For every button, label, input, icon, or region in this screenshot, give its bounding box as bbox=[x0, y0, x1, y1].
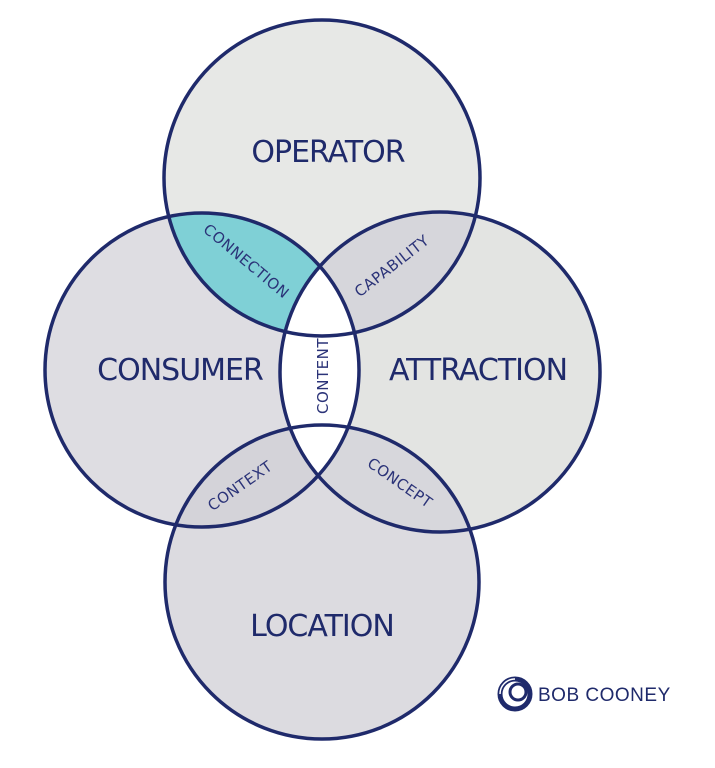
capability-region bbox=[280, 212, 480, 336]
swirl-logo-icon bbox=[497, 676, 533, 712]
context-region bbox=[165, 425, 359, 527]
operator-label: OPERATOR bbox=[251, 135, 404, 170]
concept-region bbox=[280, 425, 479, 532]
connection-region bbox=[164, 213, 359, 336]
consumer-label: CONSUMER bbox=[97, 353, 263, 388]
brand-name: BOB COONEY bbox=[538, 685, 671, 706]
content-label: CONTENT bbox=[314, 338, 332, 414]
attraction-label: ATTRACTION bbox=[389, 353, 567, 388]
location-label: LOCATION bbox=[250, 609, 394, 644]
